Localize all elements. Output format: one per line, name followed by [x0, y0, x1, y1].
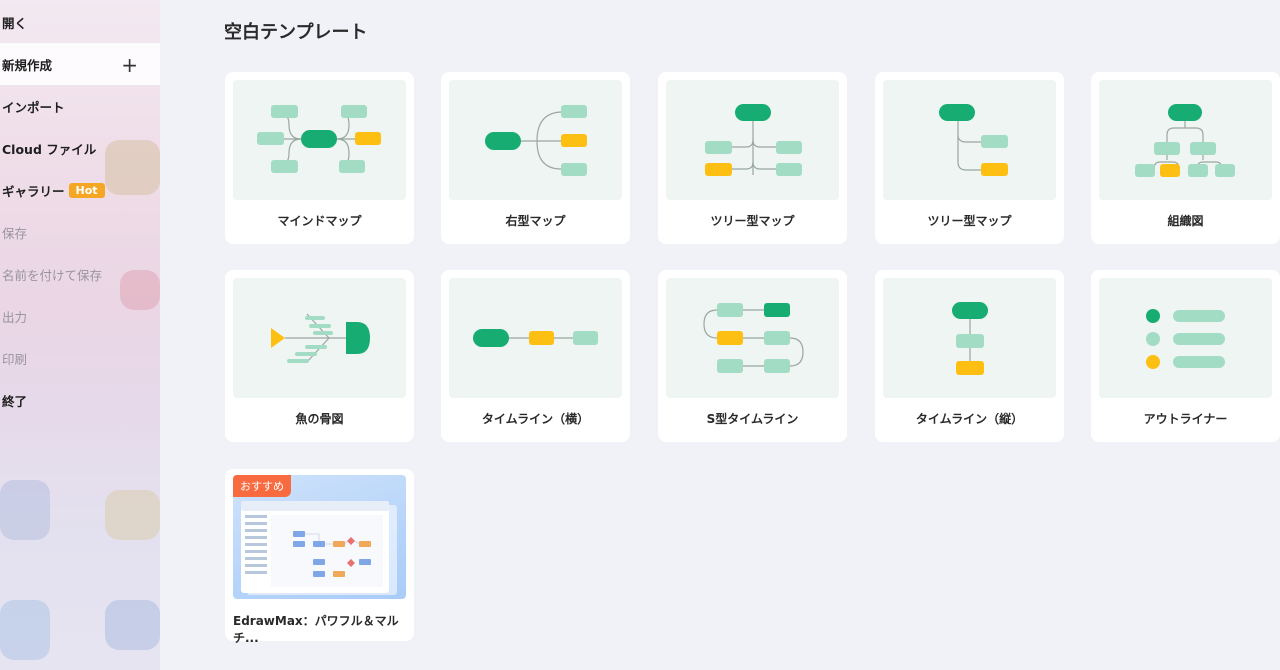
menu-item-label: 終了 [2, 393, 28, 409]
template-card-mind-map[interactable]: マインドマップ [225, 72, 414, 244]
background-decoration [120, 270, 160, 310]
org-chart-thumbnail [1099, 80, 1272, 200]
promo-card-edrawmax[interactable]: おすすめ EdrawMax：パワフル＆マルチ... [225, 469, 414, 645]
template-card-tree-map-2[interactable]: ツリー型マップ [875, 72, 1064, 244]
background-decoration [105, 140, 160, 195]
template-card-s-timeline[interactable]: S型タイムライン [658, 270, 847, 442]
menu-item-new[interactable]: 新規作成 + [0, 43, 160, 85]
menu-item-import[interactable]: インポート [0, 85, 160, 127]
template-card-timeline-horizontal[interactable]: タイムライン（横） [441, 270, 630, 442]
template-card-org-chart[interactable]: 組織図 [1091, 72, 1280, 244]
template-label: タイムライン（横） [481, 412, 590, 426]
menu-item-save[interactable]: 保存 [0, 211, 160, 253]
menu-item-label: 開く [2, 15, 28, 31]
background-decoration [0, 480, 50, 540]
template-label: アウトライナー [1143, 412, 1228, 426]
template-label: 右型マップ [505, 214, 566, 228]
timeline-horizontal-thumbnail [449, 278, 622, 398]
fishbone-thumbnail [233, 278, 406, 398]
template-card-outliner[interactable]: アウトライナー [1091, 270, 1280, 442]
promo-label: EdrawMax：パワフル＆マルチ... [233, 614, 399, 645]
template-label: ツリー型マップ [710, 214, 795, 228]
menu-item-save-as[interactable]: 名前を付けて保存 [0, 253, 160, 295]
s-timeline-thumbnail [666, 278, 839, 398]
template-label: マインドマップ [277, 214, 362, 228]
plus-icon[interactable]: + [121, 53, 138, 77]
background-decoration [0, 600, 50, 660]
menu-item-label: 新規作成 [2, 57, 53, 73]
tree-map-2-thumbnail [883, 80, 1056, 200]
tree-map-thumbnail [666, 80, 839, 200]
menu-item-export[interactable]: 出力 [0, 295, 160, 337]
mind-map-thumbnail [233, 80, 406, 200]
outliner-thumbnail [1099, 278, 1272, 398]
menu-item-gallery[interactable]: ギャラリー Hot [0, 169, 160, 211]
menu-item-open[interactable]: 開く [0, 1, 160, 43]
template-card-timeline-vertical[interactable]: タイムライン（縦） [875, 270, 1064, 442]
template-label: 魚の骨図 [295, 412, 344, 426]
recommended-tag: おすすめ [233, 475, 291, 497]
background-decoration [105, 490, 160, 540]
menu-item-exit[interactable]: 終了 [0, 379, 160, 421]
hot-badge: Hot [68, 182, 105, 198]
menu-item-label: ギャラリー [2, 183, 65, 199]
menu-item-label: Cloud ファイル [2, 141, 97, 157]
template-label: ツリー型マップ [927, 214, 1012, 228]
menu-item-label: インポート [2, 99, 65, 115]
menu-item-label: 名前を付けて保存 [2, 267, 103, 283]
template-card-tree-map[interactable]: ツリー型マップ [658, 72, 847, 244]
template-card-right-map[interactable]: 右型マップ [441, 72, 630, 244]
template-card-fishbone[interactable]: 魚の骨図 [225, 270, 414, 442]
menu-item-print[interactable]: 印刷 [0, 337, 160, 379]
template-label: 組織図 [1167, 214, 1204, 228]
sidebar: 開く 新規作成 + インポート Cloud ファイル ギャラリー Hot 保存 … [0, 0, 160, 670]
menu-item-cloud-files[interactable]: Cloud ファイル [0, 127, 160, 169]
timeline-vertical-thumbnail [883, 278, 1056, 398]
section-title: 空白テンプレート [224, 22, 368, 43]
menu-item-label: 出力 [2, 309, 28, 325]
background-decoration [105, 600, 160, 650]
template-label: タイムライン（縦） [915, 412, 1024, 426]
template-label: S型タイムライン [706, 412, 799, 426]
menu-item-label: 保存 [2, 225, 28, 241]
menu-item-label: 印刷 [2, 351, 28, 367]
right-map-thumbnail [449, 80, 622, 200]
